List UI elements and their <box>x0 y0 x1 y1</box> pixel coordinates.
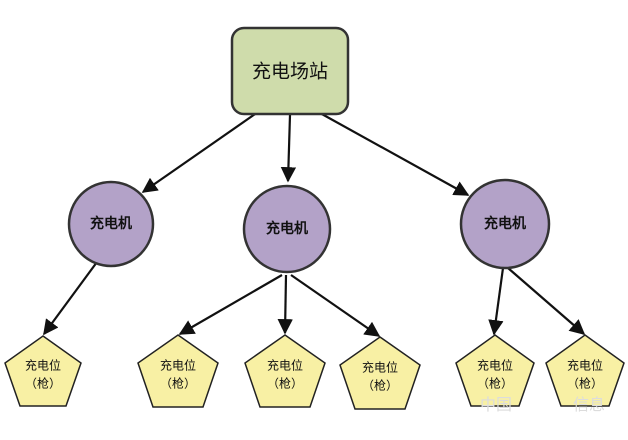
root-node-label: 充电场站 <box>252 61 328 83</box>
machine-node-1: 充电机 <box>67 180 155 268</box>
slot-node-5-label-line2: （枪） <box>477 376 513 391</box>
slot-node-4-shape <box>339 336 421 410</box>
machine-node-2-circle <box>242 184 332 274</box>
slot-node-2: 充电位 （枪） <box>137 334 219 408</box>
edge-root-machine-1 <box>141 111 259 193</box>
slot-node-1-label-line2: （枪） <box>25 376 61 391</box>
root-node-box <box>230 26 350 116</box>
edge-machine-2-slot-3 <box>277 274 293 335</box>
slot-node-1: 充电位 （枪） <box>4 335 82 407</box>
watermark-text: 中国 <box>480 395 512 414</box>
slot-node-4-label-line2: （枪） <box>362 378 398 393</box>
watermark-text-2: 信息 <box>573 395 605 414</box>
machine-node-2-label: 充电机 <box>266 220 308 237</box>
slot-node-3-label-line1: 充电位 <box>267 358 303 373</box>
machine-node-1-label: 充电机 <box>90 215 132 232</box>
slot-node-2-label-line1: 充电位 <box>160 358 196 373</box>
slot-node-2-label-line2: （枪） <box>160 376 196 391</box>
slot-node-5-label-line1: 充电位 <box>477 358 513 373</box>
slot-node-5: 充电位 （枪） <box>455 334 535 407</box>
slot-node-6-label-line1: 充电位 <box>567 358 603 373</box>
slot-node-1-label-line1: 充电位 <box>25 358 61 373</box>
slot-node-6-label-line2: （枪） <box>567 376 603 391</box>
machine-node-3-circle <box>459 178 551 270</box>
machine-node-1-circle <box>67 180 155 268</box>
slot-node-3-shape <box>244 334 326 408</box>
slot-node-4-label-line1: 充电位 <box>362 360 398 375</box>
slot-node-3-label-line2: （枪） <box>267 376 303 391</box>
slot-node-2-shape <box>137 334 219 408</box>
slot-node-3: 充电位 （枪） <box>244 334 326 408</box>
slot-node-6: 充电位 （枪） <box>545 334 625 407</box>
edge-root-machine-2 <box>280 114 297 183</box>
slot-node-4: 充电位 （枪） <box>339 336 421 410</box>
machine-node-3-label: 充电机 <box>484 215 526 232</box>
edge-machine-1-slot-1 <box>43 261 98 336</box>
slot-node-1-shape <box>4 335 82 407</box>
slot-node-5-shape <box>455 334 535 407</box>
edge-machine-2-slot-2 <box>178 274 283 335</box>
slot-node-6-shape <box>545 334 625 407</box>
machine-node-3: 充电机 <box>459 178 551 270</box>
edge-root-machine-3 <box>319 112 470 196</box>
root-node: 充电场站 <box>230 26 350 116</box>
machine-node-2: 充电机 <box>242 184 332 274</box>
edge-machine-2-slot-4 <box>290 274 381 337</box>
edge-machine-3-slot-6 <box>507 267 586 336</box>
edge-machine-3-slot-5 <box>488 267 505 336</box>
